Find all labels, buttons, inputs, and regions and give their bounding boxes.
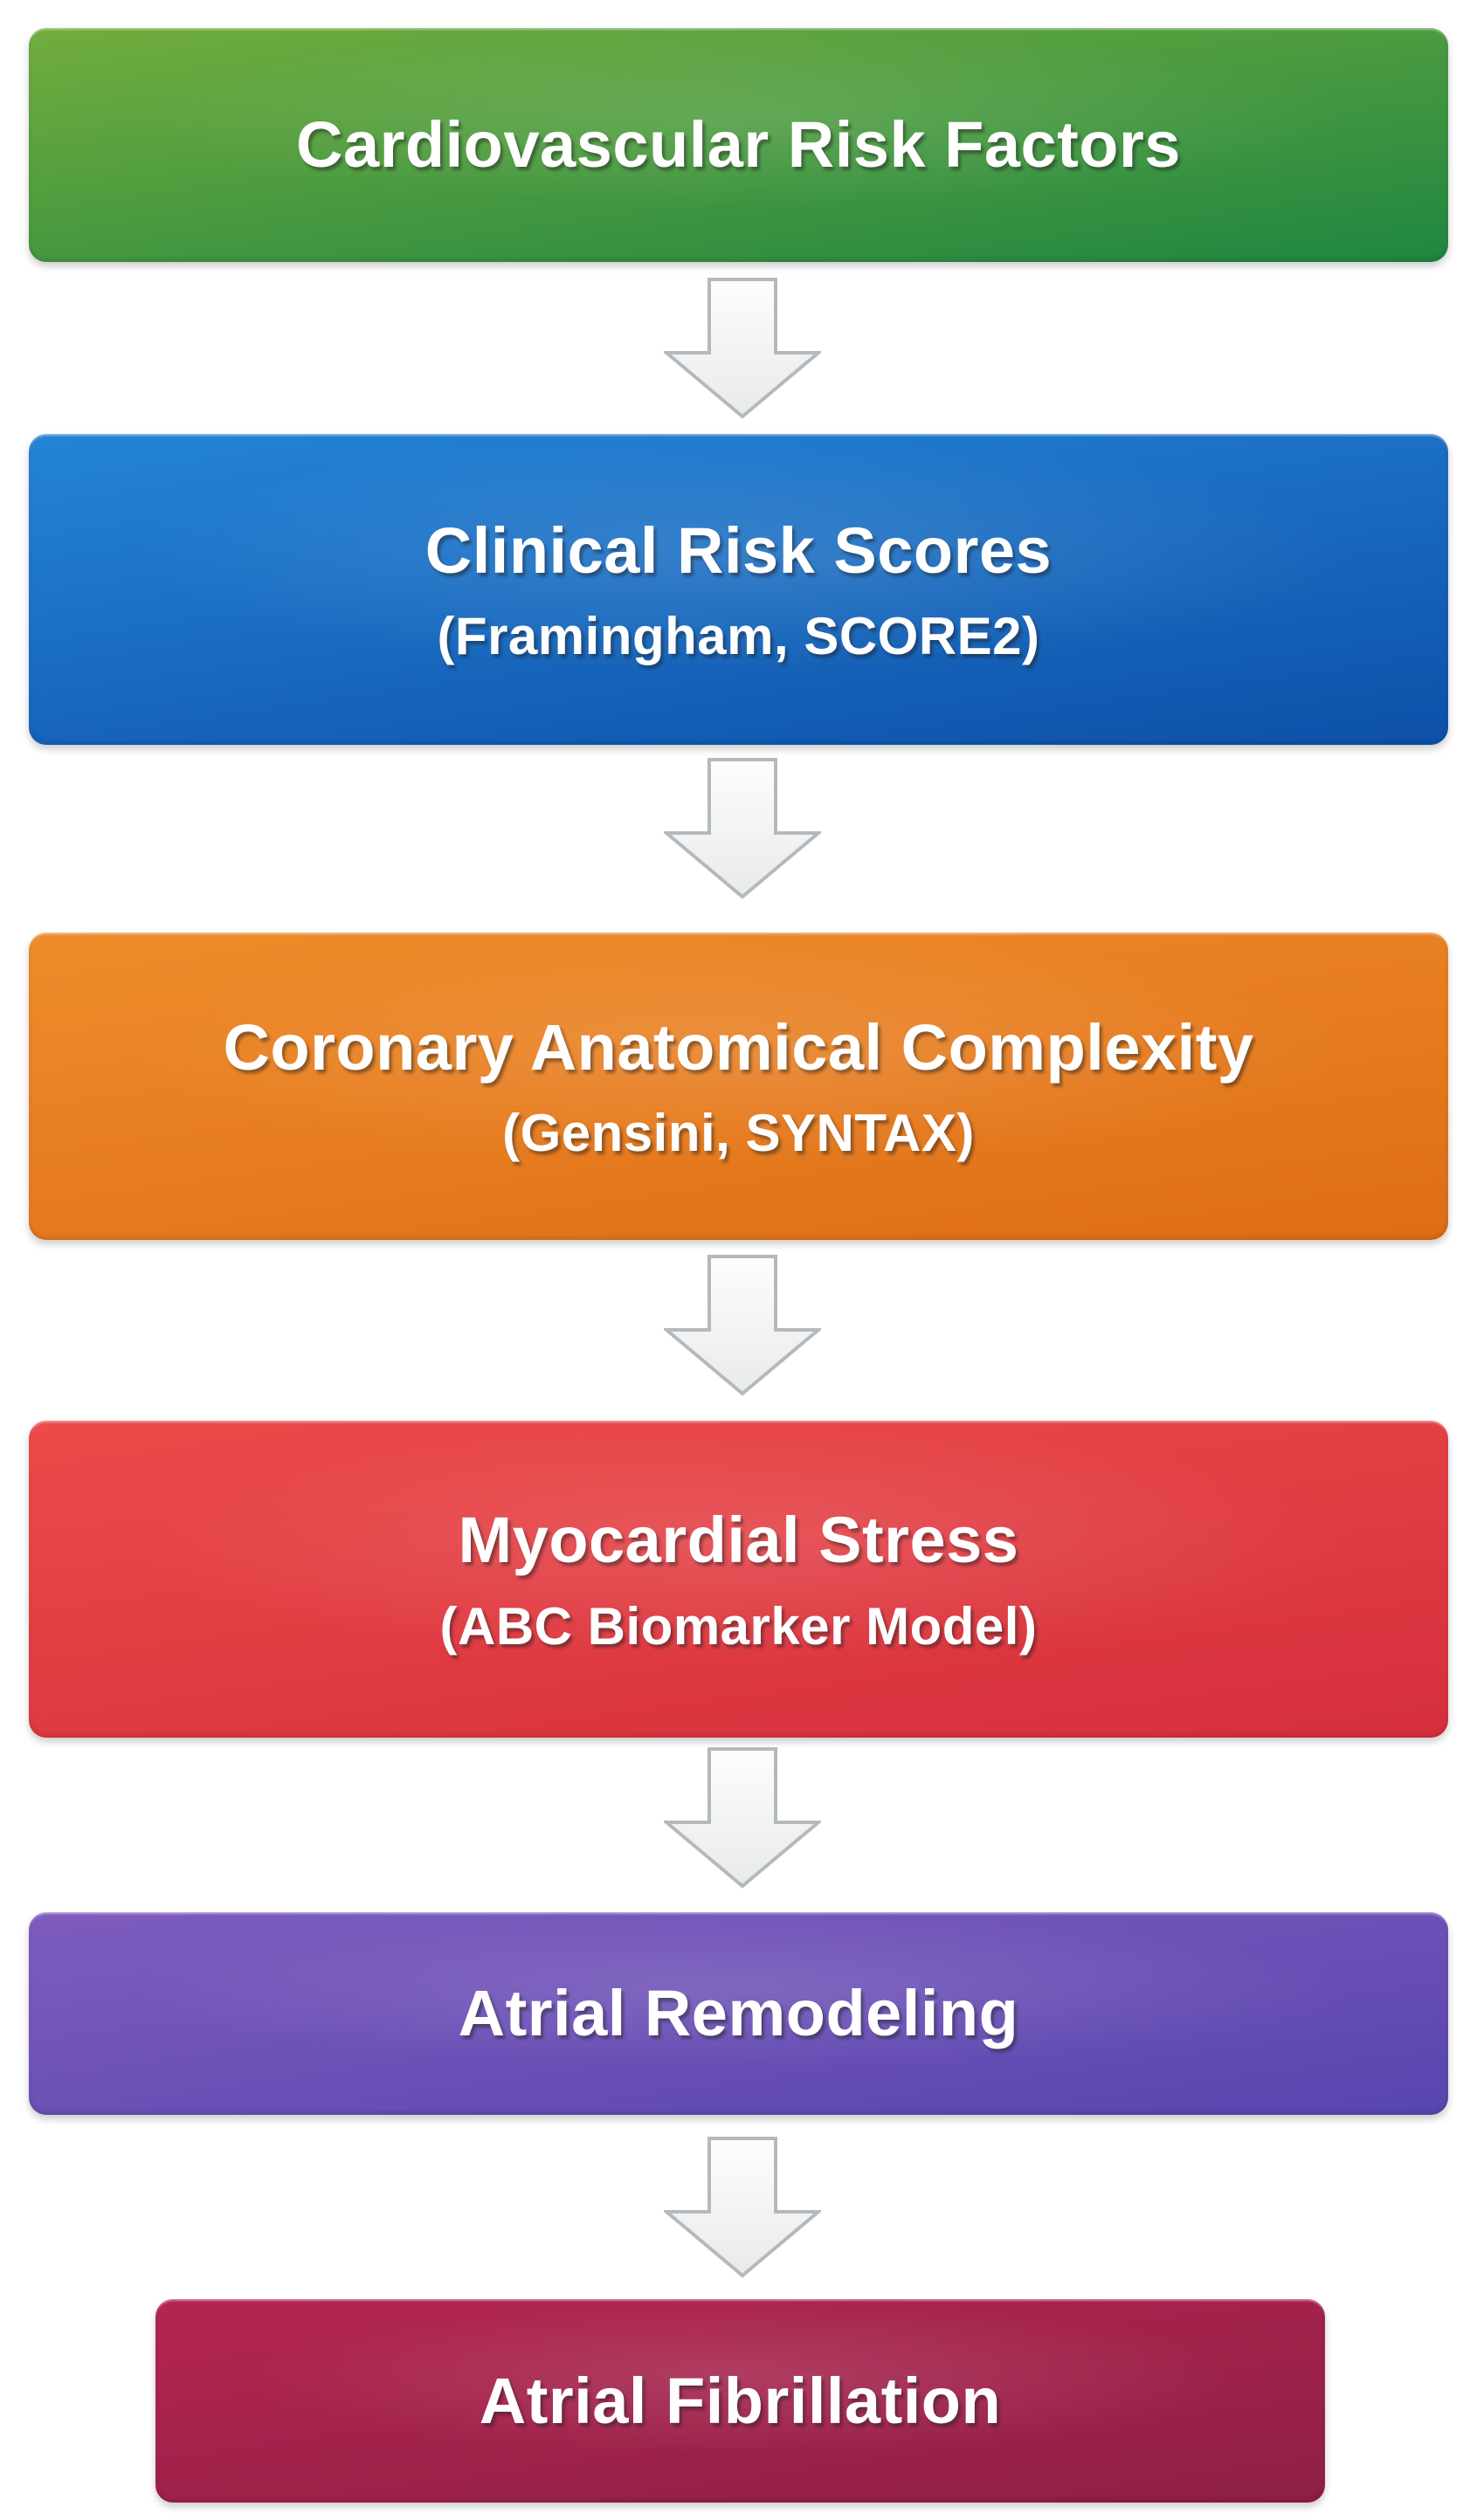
flow-node-clinical-risk-scores: Clinical Risk Scores (Framingham, SCORE2… [29, 434, 1448, 745]
down-arrow-icon [664, 1747, 821, 1889]
node-subtitle: (Gensini, SYNTAX) [502, 1104, 975, 1163]
flow-node-myocardial-stress: Myocardial Stress (ABC Biomarker Model) [29, 1421, 1448, 1738]
node-title: Coronary Anatomical Complexity [223, 1010, 1254, 1084]
node-title: Cardiovascular Risk Factors [296, 108, 1181, 182]
node-title: Atrial Remodeling [458, 1977, 1019, 2050]
flow-node-atrial-remodeling: Atrial Remodeling [29, 1912, 1448, 2115]
node-subtitle: (Framingham, SCORE2) [437, 607, 1040, 666]
flow-node-cardiovascular-risk-factors: Cardiovascular Risk Factors [29, 28, 1448, 262]
node-subtitle: (ABC Biomarker Model) [439, 1596, 1038, 1656]
node-title: Clinical Risk Scores [424, 513, 1053, 587]
down-arrow-icon [664, 1255, 821, 1396]
down-arrow-icon [664, 758, 821, 899]
flow-node-atrial-fibrillation: Atrial Fibrillation [155, 2299, 1325, 2503]
down-arrow-icon [664, 2137, 821, 2278]
node-title: Atrial Fibrillation [479, 2364, 1002, 2437]
node-title: Myocardial Stress [458, 1504, 1019, 1577]
down-arrow-icon [664, 278, 821, 419]
flow-node-coronary-anatomical-complexity: Coronary Anatomical Complexity (Gensini,… [29, 933, 1448, 1240]
